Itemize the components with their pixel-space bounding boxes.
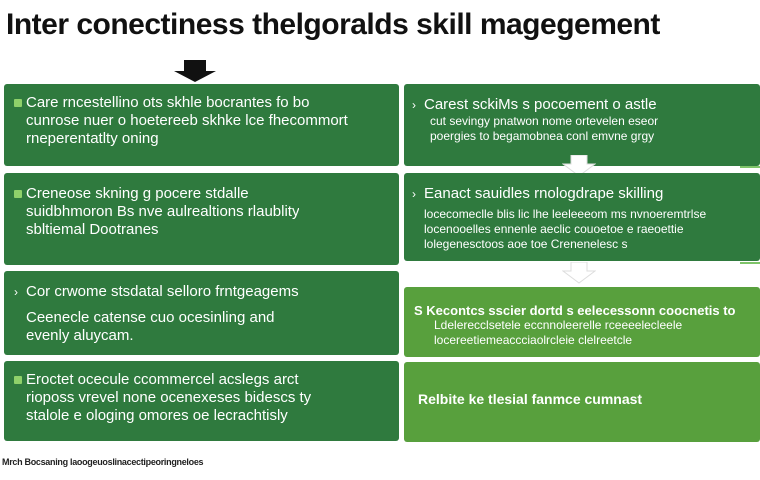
chevron-right-icon: › xyxy=(412,98,416,112)
square-bullet-icon xyxy=(14,371,26,389)
left-box-3-line-3: evenly aluycam. xyxy=(26,327,134,344)
square-bullet-icon xyxy=(14,94,26,112)
left-box-1: Care rncestellino ots skhle bocrantes fo… xyxy=(4,84,399,166)
right-box-2-line-2: locenooelles ennenle aeclic couoetoe e r… xyxy=(424,222,684,236)
left-box-1-line-3: rneperentatlty oning xyxy=(26,130,159,147)
right-box-1-line-1: Carest sckiMs s pocoement o astle xyxy=(424,96,657,113)
right-box-2-heading: Eanact sauidles rnologdrape skilling xyxy=(424,185,664,202)
right-box-4: Relbite ke tlesial fanmce cumnast xyxy=(404,362,760,442)
diagram-title: Inter conectiness thelgoralds skill mage… xyxy=(6,8,660,41)
left-box-2-line-2: suidbhmoron Bs nve aulrealtions rlaublit… xyxy=(26,203,300,220)
edge-accent-line xyxy=(740,262,760,264)
down-arrow-icon xyxy=(562,155,596,177)
left-box-2-line-3: sbltiemal Dootranes xyxy=(26,221,159,238)
chevron-right-icon: › xyxy=(14,285,18,299)
right-box-3: S Kecontcs sscier dortd s eelecessonn co… xyxy=(404,287,760,357)
right-box-3-line-2: locereetiemeaccciaolrcleie clelreetcle xyxy=(434,333,633,347)
right-box-1-line-3: poergies to begamobnea conl emvne grgy xyxy=(430,129,655,143)
left-box-4: Eroctet ocecule ccommercel acslegs arct … xyxy=(4,361,399,441)
right-box-4-heading: Relbite ke tlesial fanmce cumnast xyxy=(418,391,643,407)
right-box-2: › Eanact sauidles rnologdrape skilling l… xyxy=(404,173,760,261)
right-box-2-line-3: lolegenesctoos aoe toe Crenenelesc s xyxy=(424,237,628,251)
left-box-2: Creneose skning g pocere stdalle suidbhm… xyxy=(4,173,399,265)
edge-accent-line xyxy=(740,166,760,168)
left-box-1-line-2: cunrose nuer o hoetereeb skhke lce fheco… xyxy=(26,112,348,129)
down-arrow-icon xyxy=(174,60,216,82)
right-box-1: › Carest sckiMs s pocoement o astle cut … xyxy=(404,84,760,166)
left-box-1-line-1: Care rncestellino ots skhle bocrantes fo… xyxy=(26,94,310,111)
right-box-3-line-1: Ldelerecclsetele eccnnoleerelle rceeeele… xyxy=(434,318,683,332)
left-box-3: › Cor crwome stsdatal selloro frntgeagem… xyxy=(4,271,399,355)
right-box-1-line-2: cut sevingy pnatwon nome ortevelen eseor xyxy=(430,114,659,128)
right-box-3-heading: S Kecontcs sscier dortd s eelecessonn co… xyxy=(414,303,736,318)
chevron-right-icon: › xyxy=(412,187,416,201)
down-arrow-icon xyxy=(562,262,596,284)
left-box-4-line-1: Eroctet ocecule ccommercel acslegs arct xyxy=(26,371,299,388)
footer-caption: Mrch Bocsaning laoogeuoslinacectipeoring… xyxy=(2,457,204,467)
right-box-2-line-1: locecomeclle blis lic lhe leeleeeom ms n… xyxy=(424,207,707,221)
left-box-3-line-1: Cor crwome stsdatal selloro frntgeagems xyxy=(26,283,299,300)
left-box-4-line-3: stalole e ologing omores oe lecrachtisly xyxy=(26,407,288,424)
square-bullet-icon xyxy=(14,185,26,203)
left-box-4-line-2: rioposs vrevel none ocenexeses bidescs t… xyxy=(26,389,312,406)
left-box-2-line-1: Creneose skning g pocere stdalle xyxy=(26,185,249,202)
left-box-3-line-2: Ceenecle catense cuo ocesinling and xyxy=(26,309,275,326)
